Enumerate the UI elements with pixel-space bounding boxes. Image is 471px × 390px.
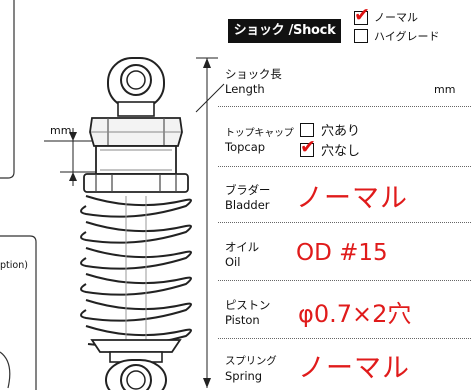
oil-label-en: Oil xyxy=(225,255,241,269)
oil-label-jp: オイル xyxy=(225,240,259,254)
spring-label-en: Spring xyxy=(225,369,263,383)
divider xyxy=(218,106,471,107)
piston-label-en: Piston xyxy=(225,313,260,327)
bladder-label-en: Bladder xyxy=(225,198,270,212)
highgrade-checkbox[interactable] xyxy=(354,29,368,43)
spring-value: ノーマル xyxy=(298,353,410,384)
check-icon: ✔ xyxy=(300,136,316,158)
length-unit: mm xyxy=(434,83,456,96)
topcap-label-jp: トップキャップ xyxy=(225,128,294,139)
normal-checkbox[interactable]: ✔ xyxy=(354,4,370,26)
divider xyxy=(218,166,471,167)
length-label-en: Length xyxy=(225,82,265,96)
oil-value: OD #15 xyxy=(296,240,388,266)
topcap-nohole-label: 穴なし xyxy=(321,144,361,159)
topcap-hole-label: 穴あり xyxy=(321,124,361,139)
shock-title-badge: ショック /Shock xyxy=(228,19,341,43)
divider xyxy=(218,222,471,223)
piston-value: φ0.7×2穴 xyxy=(298,300,412,328)
bladder-label-jp: ブラダー xyxy=(225,183,271,197)
topcap-nohole-checkbox[interactable]: ✔ xyxy=(300,136,316,158)
option-normal-label: ノーマル xyxy=(374,11,418,24)
divider xyxy=(218,338,471,339)
spring-label-jp: スプリング xyxy=(225,355,277,367)
length-label-jp: ショック長 xyxy=(225,67,282,81)
option-fragment: ption) xyxy=(0,260,28,271)
check-icon: ✔ xyxy=(354,4,370,26)
topcap-label-en: Topcap xyxy=(225,140,266,154)
topcap-hole-checkbox[interactable] xyxy=(300,123,314,137)
piston-label-jp: ピストン xyxy=(225,298,271,312)
dim-unit-label: mm xyxy=(50,124,72,137)
divider xyxy=(218,280,471,281)
bladder-value: ノーマル xyxy=(296,183,408,214)
option-highgrade-label: ハイグレード xyxy=(374,30,440,43)
